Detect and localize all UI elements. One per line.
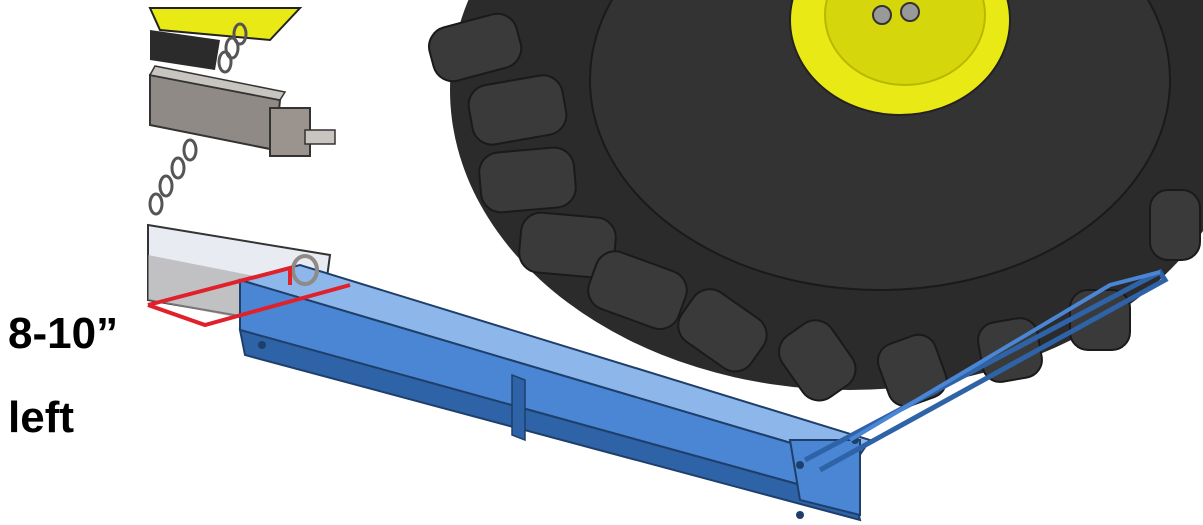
machine-top-part xyxy=(148,7,303,70)
tow-bar-hitch xyxy=(148,65,336,157)
annotation-measurement-text: 8-10” xyxy=(8,309,119,358)
blue-tray-bracket xyxy=(236,254,1169,522)
annotation-direction-text: left xyxy=(8,393,74,442)
wheel-rim xyxy=(789,0,1011,116)
red-measurement-outline xyxy=(147,265,351,328)
tire xyxy=(428,0,1203,408)
chain xyxy=(148,22,248,216)
